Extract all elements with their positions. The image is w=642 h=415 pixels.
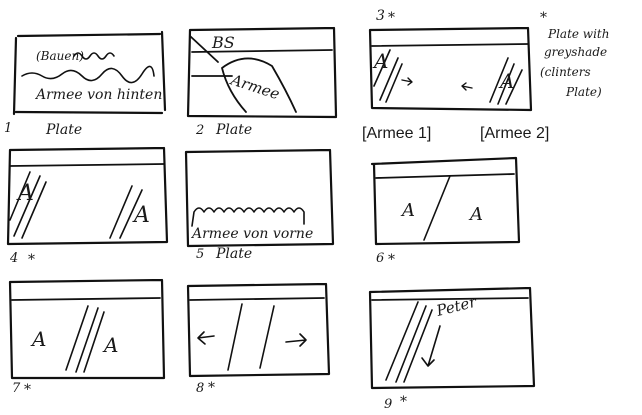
note-line-2: greyshade	[544, 45, 607, 59]
panel-7-letter-right: A	[102, 333, 118, 357]
panel-6: A A 6 *	[372, 158, 519, 268]
panel-3-letter-right: A	[498, 69, 514, 93]
panel-7-number: 7	[12, 381, 21, 396]
panel-4: A A 4 *	[8, 148, 167, 268]
panel-6-letter-right: A	[468, 204, 483, 225]
panel-6-frame	[372, 158, 519, 244]
panel-1-caption: Plate	[45, 122, 82, 138]
panel-9: Peter 9 *	[370, 288, 534, 412]
panel-6-divider	[424, 176, 450, 240]
panel-8-divider	[228, 304, 274, 370]
panel-2-caption: Plate	[215, 122, 252, 138]
panel-5-crowd-scribble	[192, 208, 304, 226]
panel-4-letter-right: A	[132, 203, 150, 228]
panel-5-number: 5	[196, 247, 204, 262]
panel-9-number: 9	[384, 397, 392, 412]
panel-2-horizon	[192, 50, 332, 76]
panel-9-hatch	[386, 302, 432, 382]
panel-2: BS Armee 2 Plate	[188, 28, 336, 138]
panel-2-tag: BS	[211, 33, 235, 52]
panel-1-army-label: Armee von hinten	[34, 87, 162, 103]
panel-4-star: *	[28, 252, 35, 268]
panel-8-arrow-right	[286, 334, 306, 346]
panel-3-number: 3	[376, 8, 385, 24]
panel-7-divider	[66, 306, 104, 372]
panel-6-horizon	[376, 174, 514, 178]
panel-4-horizon	[10, 164, 164, 166]
panel-1-scribble-line	[22, 66, 154, 82]
note-line-3: (clinters	[540, 65, 591, 79]
note-line-1: Plate with	[547, 27, 609, 41]
note-star: *	[540, 10, 547, 26]
note-line-4: Plate)	[565, 85, 602, 99]
panel-5: Armee von vorne 5 Plate	[186, 150, 333, 262]
panel-7: A A 7 *	[10, 280, 164, 398]
panel-3-arrow-left	[462, 83, 472, 90]
panel-7-star: *	[24, 382, 31, 398]
panel-9-arrow-down	[422, 326, 440, 366]
panel-2-frame	[188, 28, 336, 117]
panel-8-horizon	[190, 298, 324, 300]
typed-label-armee-2: [Armee 2]	[480, 125, 549, 142]
panel-8-star: *	[208, 380, 215, 396]
panel-8: 8 *	[188, 284, 329, 396]
panel-3-letter-left: A	[372, 49, 388, 73]
panel-1-scribble-top: (Bauen)	[36, 49, 84, 63]
panel-7-horizon	[12, 298, 160, 300]
panel-4-number: 4	[9, 251, 18, 266]
typed-label-armee-1: [Armee 1]	[362, 125, 431, 142]
panel-5-caption: Plate	[215, 246, 252, 262]
panel-9-star: *	[400, 394, 407, 410]
panel-3-star: *	[388, 10, 395, 26]
panel-3: 3 * A A	[370, 8, 531, 110]
panel-1-number: 1	[4, 121, 12, 136]
panel-3-horizon	[372, 44, 528, 46]
panel-6-number: 6	[376, 251, 384, 266]
panel-3-arrow-right	[402, 78, 412, 85]
panel-6-star: *	[388, 252, 395, 268]
panel-9-label: Peter	[434, 292, 479, 320]
panel-4-letter-left: A	[16, 181, 34, 206]
panel-7-letter-left: A	[30, 327, 46, 351]
panel-2-number: 2	[195, 123, 204, 138]
panel-1: (Bauen) Armee von hinten 1 Plate	[4, 32, 165, 138]
panel-8-arrow-left	[198, 332, 214, 344]
panel-6-letter-left: A	[400, 200, 415, 221]
panel-5-scribble-label: Armee von vorne	[190, 226, 313, 242]
panel-8-number: 8	[196, 381, 204, 396]
handwritten-note: * Plate with greyshade (clinters Plate)	[540, 10, 609, 99]
